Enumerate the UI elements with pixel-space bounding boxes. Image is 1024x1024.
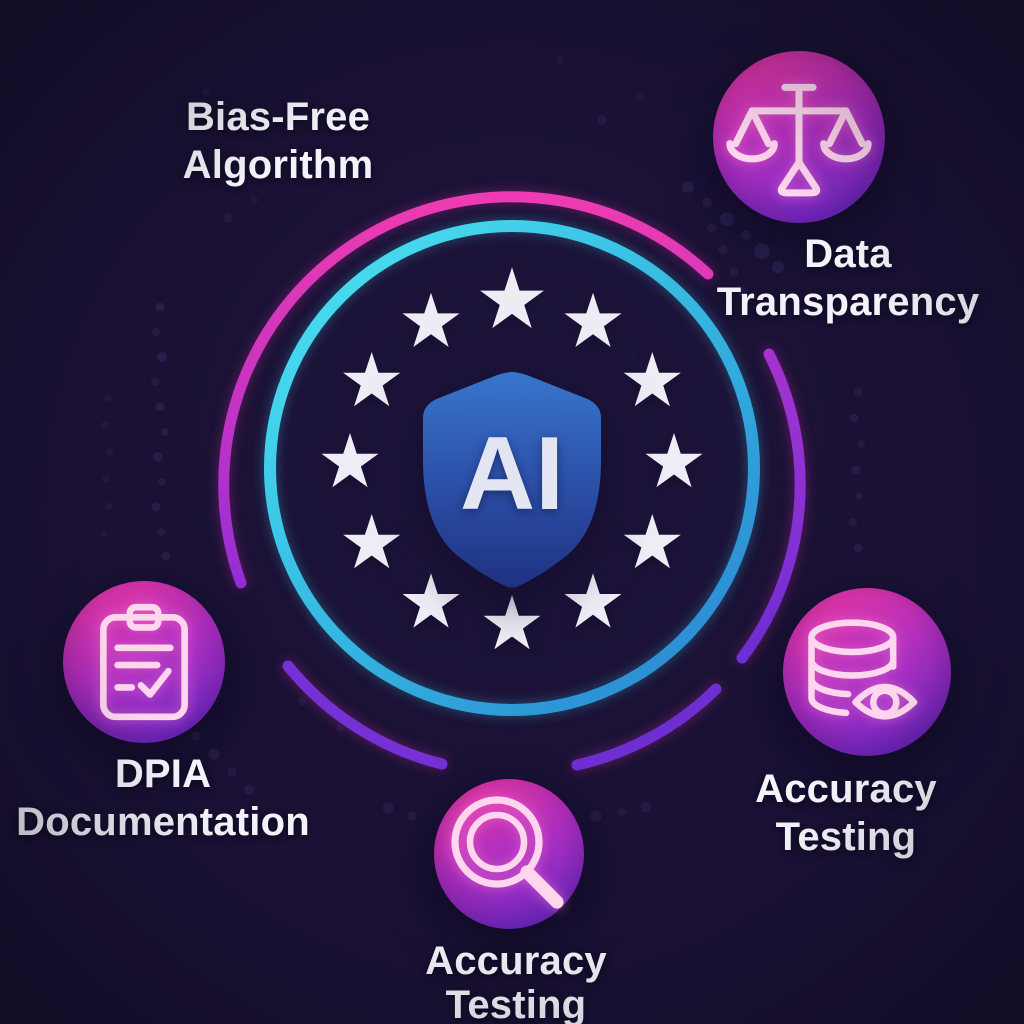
label-bias-free-algorithm: Bias-Free Algorithm — [182, 95, 374, 187]
scales-of-justice-icon — [726, 84, 872, 197]
database-eye-icon — [808, 619, 918, 720]
label-accuracy-testing-right: Accuracy Testing — [755, 767, 937, 859]
data-transparency-icon-circle — [713, 51, 885, 223]
ai-shield — [423, 372, 601, 588]
accuracy-testing-right-icon-circle — [783, 588, 951, 756]
ai-badge-label: AI — [460, 416, 564, 532]
star — [623, 514, 681, 569]
star — [623, 352, 681, 407]
inner-ring — [264, 220, 760, 716]
star — [321, 433, 379, 488]
label-dpia-documentation: DPIA Documentation — [16, 752, 310, 844]
star — [483, 595, 541, 650]
star — [343, 352, 401, 407]
star — [402, 573, 460, 628]
dpia-documentation-icon-circle — [63, 581, 225, 743]
clipboard-checklist-icon — [100, 603, 188, 721]
outer-ring-arcs — [218, 191, 806, 771]
accuracy-testing-bottom-icon-circle — [434, 779, 584, 929]
star — [480, 267, 544, 329]
star — [564, 292, 622, 347]
star — [564, 573, 622, 628]
star — [402, 292, 460, 347]
label-accuracy-testing-bottom: Accuracy Testing — [425, 939, 607, 1024]
label-data-transparency: Data Transparency — [716, 232, 980, 324]
background-speckle-dots — [100, 56, 865, 822]
magnifier-icon — [451, 796, 564, 909]
star — [343, 514, 401, 569]
star — [645, 433, 703, 488]
